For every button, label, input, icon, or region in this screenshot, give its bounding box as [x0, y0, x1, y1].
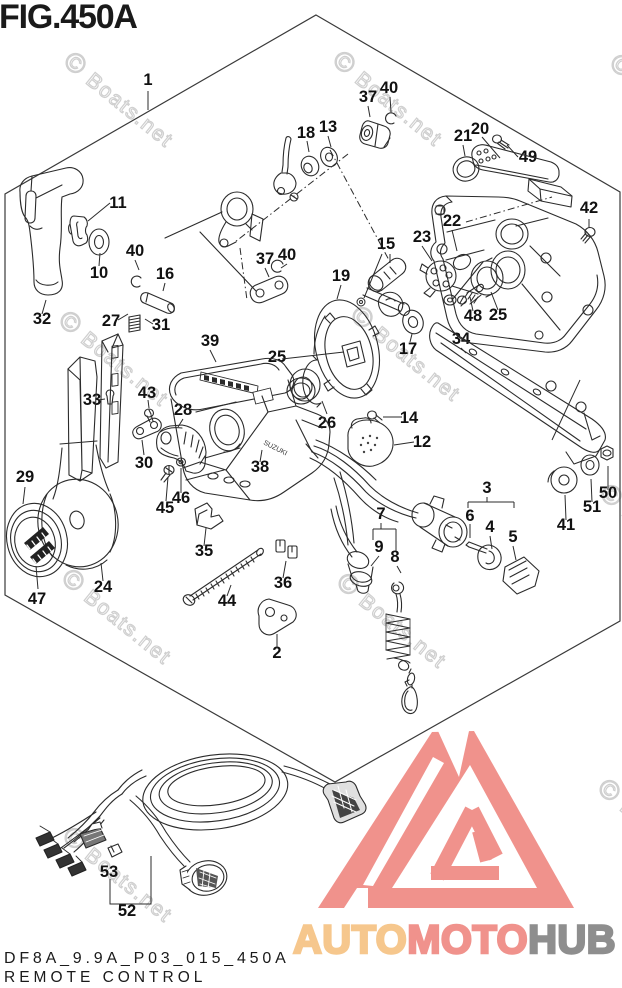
svg-text:32: 32 [33, 310, 51, 328]
svg-text:17: 17 [399, 340, 417, 358]
svg-text:40: 40 [278, 246, 296, 264]
svg-text:25: 25 [489, 306, 507, 324]
svg-text:5: 5 [508, 528, 517, 546]
svg-text:16: 16 [156, 265, 174, 283]
svg-text:21: 21 [454, 127, 472, 145]
svg-text:9: 9 [374, 538, 383, 556]
svg-text:37: 37 [256, 250, 274, 268]
svg-text:REMOTE CONTROL: REMOTE CONTROL [4, 969, 206, 986]
svg-text:© Boats.net: © Boats.net [604, 47, 622, 155]
svg-text:31: 31 [152, 316, 170, 334]
svg-text:6: 6 [465, 507, 474, 525]
svg-text:13: 13 [319, 118, 337, 136]
svg-text:4: 4 [485, 518, 495, 536]
svg-text:AUTOMOTOHUB: AUTOMOTOHUB [293, 918, 616, 962]
svg-text:47: 47 [28, 590, 46, 608]
svg-text:42: 42 [580, 199, 598, 217]
svg-text:14: 14 [400, 409, 419, 427]
svg-text:50: 50 [599, 484, 617, 502]
svg-text:36: 36 [274, 574, 292, 592]
svg-text:22: 22 [443, 212, 461, 230]
svg-text:40: 40 [126, 242, 144, 260]
svg-text:39: 39 [201, 332, 219, 350]
svg-text:26: 26 [318, 414, 336, 432]
svg-text:FIG.450A: FIG.450A [0, 0, 137, 36]
svg-text:19: 19 [332, 267, 350, 285]
svg-text:51: 51 [583, 498, 601, 516]
svg-text:8: 8 [390, 548, 399, 566]
svg-text:30: 30 [135, 454, 153, 472]
svg-text:48: 48 [464, 307, 482, 325]
svg-text:20: 20 [471, 120, 489, 138]
svg-text:11: 11 [109, 194, 126, 212]
svg-text:40: 40 [380, 79, 398, 97]
svg-text:10: 10 [90, 264, 108, 282]
svg-text:3: 3 [482, 479, 491, 497]
svg-text:7: 7 [376, 505, 385, 523]
svg-text:45: 45 [156, 499, 174, 517]
svg-text:2: 2 [272, 644, 281, 662]
svg-text:37: 37 [359, 88, 377, 106]
svg-text:DF8A_9.9A_P03_015_450A: DF8A_9.9A_P03_015_450A [4, 950, 290, 967]
svg-text:© Boats.net: © Boats.net [327, 44, 450, 152]
svg-text:29: 29 [16, 468, 34, 486]
svg-text:15: 15 [377, 235, 395, 253]
svg-text:12: 12 [413, 433, 431, 451]
svg-text:43: 43 [138, 384, 156, 402]
svg-text:53: 53 [100, 863, 118, 881]
svg-text:35: 35 [195, 542, 213, 560]
svg-text:1: 1 [143, 71, 152, 89]
svg-text:46: 46 [172, 489, 190, 507]
svg-text:33: 33 [83, 391, 101, 409]
svg-text:© Boats.net: © Boats.net [592, 772, 622, 880]
svg-text:24: 24 [94, 578, 113, 596]
svg-text:49: 49 [519, 148, 537, 166]
svg-text:27: 27 [102, 312, 120, 330]
svg-text:38: 38 [251, 458, 269, 476]
svg-text:28: 28 [174, 401, 192, 419]
svg-text:SUZUKI: SUZUKI [262, 440, 288, 458]
svg-text:41: 41 [557, 516, 575, 534]
svg-text:© Boats.net: © Boats.net [56, 562, 179, 670]
svg-text:18: 18 [297, 124, 315, 142]
svg-text:52: 52 [118, 902, 136, 920]
svg-text:© Boats.net: © Boats.net [58, 45, 181, 153]
svg-text:44: 44 [218, 592, 237, 610]
svg-text:23: 23 [413, 228, 431, 246]
